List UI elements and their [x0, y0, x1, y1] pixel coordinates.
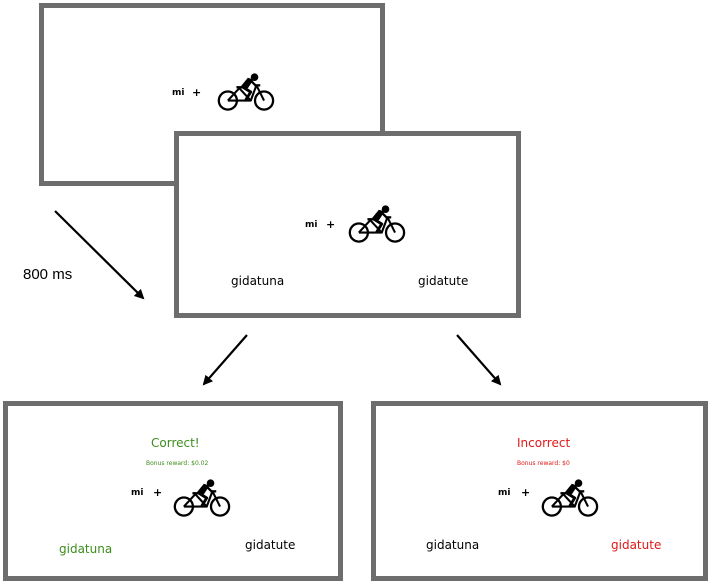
option-right: gidatute	[245, 538, 296, 552]
prime-word: mi	[305, 220, 318, 230]
arrow-to-choice	[54, 210, 145, 300]
option-left-selected: gidatuna	[59, 542, 113, 556]
fixation-plus: +	[326, 218, 336, 231]
fixation-plus: +	[153, 486, 163, 499]
bonus-reward: Bonus reward: $0	[517, 460, 570, 467]
feedback-title: Incorrect	[517, 436, 571, 450]
fixation-plus: +	[192, 86, 202, 99]
arrow-to-incorrect	[456, 334, 502, 386]
feedback-screen-correct: Correct! Bonus reward: $0.02 mi + gidatu…	[3, 401, 343, 581]
feedback-screen-incorrect: Incorrect Bonus reward: $0 mi + gidatuna…	[371, 401, 708, 581]
prime-word: mi	[131, 488, 144, 498]
delay-label: 800 ms	[23, 266, 73, 283]
arrow-to-correct	[202, 334, 248, 386]
trial-screen-choice: mi + gidatuna gidatute	[174, 131, 521, 318]
prime-word: mi	[172, 88, 185, 98]
fixation-plus: +	[521, 486, 531, 499]
option-right[interactable]: gidatute	[418, 274, 469, 288]
option-left: gidatuna	[426, 538, 480, 552]
feedback-title: Correct!	[151, 436, 200, 450]
bonus-reward: Bonus reward: $0.02	[146, 460, 209, 467]
option-right-selected: gidatute	[611, 538, 662, 552]
prime-word: mi	[498, 488, 511, 498]
option-left[interactable]: gidatuna	[231, 274, 285, 288]
